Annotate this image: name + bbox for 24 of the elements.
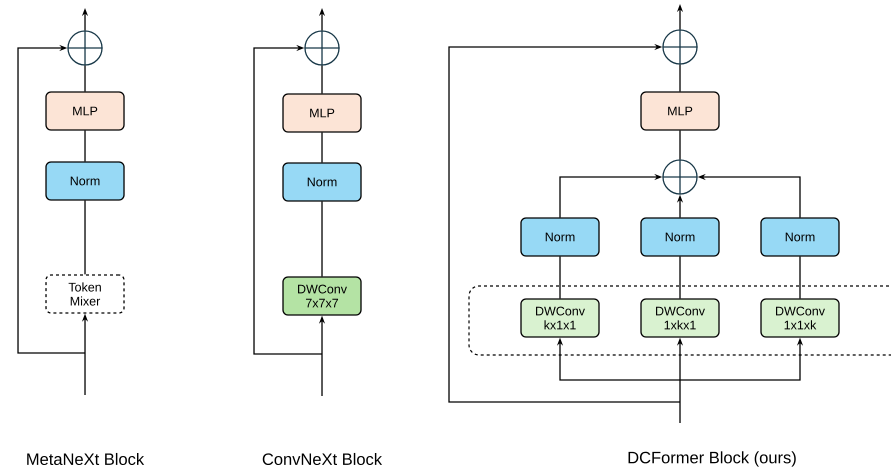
plus-circle: [66, 30, 104, 66]
token-mixer-box: Token Mixer: [45, 274, 125, 314]
dwconv-box: DWConv 1xkx1: [640, 298, 720, 338]
dwconv-box: DWConv kx1x1: [520, 298, 600, 338]
arrow: [17, 44, 85, 354]
block-caption: MetaNeXt Block: [27, 452, 144, 466]
plus-circle: [304, 30, 340, 66]
plus-circle: [662, 158, 698, 196]
dwconv-box: DWConv 1x1xk: [760, 298, 840, 338]
plus-circle: [662, 28, 698, 66]
norm-box: Norm: [520, 217, 600, 257]
block-caption: DCFormer Block (ours): [628, 451, 796, 467]
norm-box: Norm: [640, 217, 720, 257]
norm-box: Norm: [282, 162, 362, 202]
norm-box: Norm: [760, 217, 840, 257]
block-caption: ConvNeXt Block: [262, 452, 382, 466]
norm-box: Norm: [45, 161, 125, 201]
dashed-group-box: [468, 285, 891, 356]
mlp-box: MLP: [45, 91, 125, 131]
mlp-box: MLP: [282, 93, 362, 133]
arrow: [448, 44, 680, 403]
mlp-box: MLP: [640, 91, 720, 131]
dwconv-box: DWConv 7x7x7: [282, 276, 362, 316]
arrow: [253, 44, 322, 355]
